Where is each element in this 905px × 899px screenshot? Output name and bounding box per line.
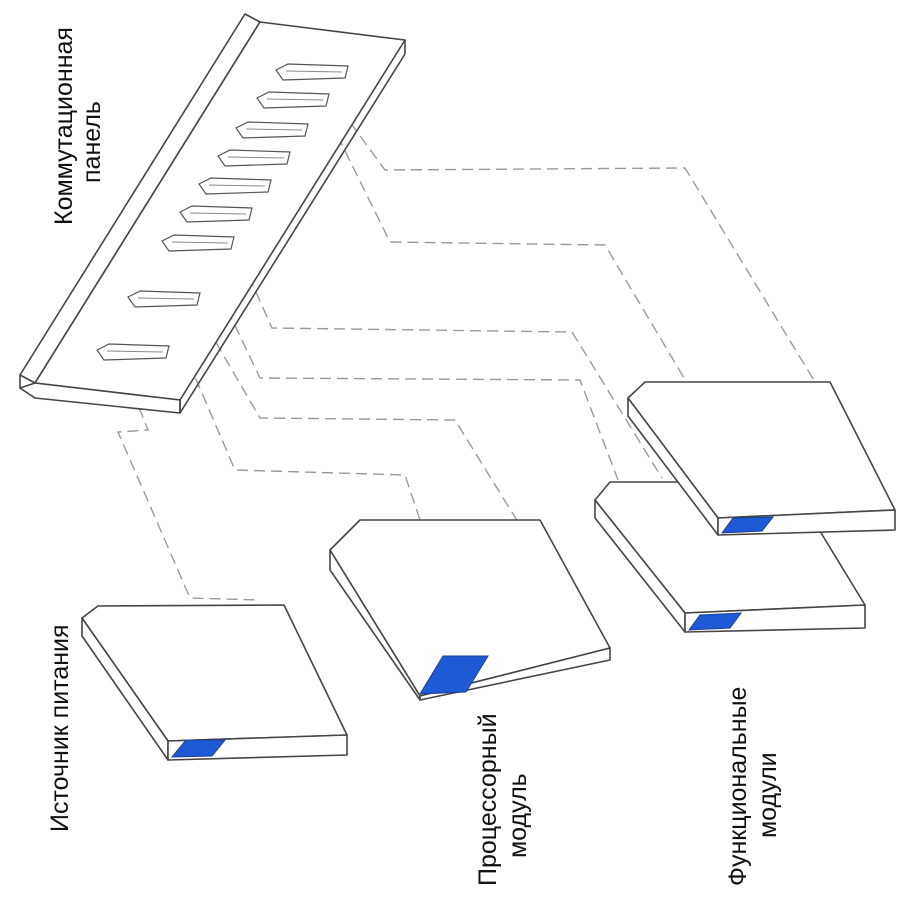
switch-panel-label: Коммутационная панель: [50, 20, 106, 225]
processor-module-label-line-1: Процессорный: [474, 713, 502, 886]
switch-panel: [19, 13, 406, 414]
slot-connector: [96, 343, 170, 361]
slot-connector: [179, 205, 253, 223]
processor-module: [329, 519, 611, 701]
function-modules-label: Функциональные модули: [724, 680, 782, 886]
processor-module-label: Процессорный модуль: [474, 707, 532, 887]
slot-connector: [256, 91, 330, 109]
slot-connector: [198, 177, 272, 195]
slot-connector: [217, 149, 291, 167]
switch-panel-right-edge: [179, 53, 406, 414]
processor-indicator: [419, 655, 489, 695]
function-module-2: [627, 381, 896, 536]
power-supply-indicator: [170, 739, 227, 758]
wire-slot-1-power: [116, 359, 261, 601]
power-supply-module: [81, 604, 348, 761]
wire-slot-5-function-1b: [234, 244, 663, 479]
power-supply-label: Источник питания: [46, 624, 74, 832]
slot-connector: [127, 290, 201, 308]
function-modules-label-line-2: модули: [754, 752, 782, 838]
power-supply-top: [81, 604, 348, 742]
slot-connector: [161, 234, 235, 252]
wire-slot-3-processor-b: [189, 297, 519, 523]
function-modules-label-line-1: Функциональные: [724, 687, 752, 886]
wire-slot-2-processor-a: [161, 299, 421, 521]
switch-panel-label-line-1: Коммутационная: [50, 27, 78, 225]
wire-slot-6-function-2a: [314, 89, 691, 389]
power-supply-label-line-1: Источник питания: [46, 624, 74, 832]
processor-module-label-line-2: модуль: [504, 773, 532, 858]
slot-connector: [235, 121, 309, 139]
function-module-2-indicator: [720, 516, 775, 534]
function-module-1-indicator: [687, 612, 743, 631]
wire-slot-7-function-2b: [329, 94, 816, 383]
switch-panel-label-line-2: панель: [78, 101, 106, 183]
slot-connector: [275, 63, 349, 81]
slot-connectors: [96, 63, 349, 361]
